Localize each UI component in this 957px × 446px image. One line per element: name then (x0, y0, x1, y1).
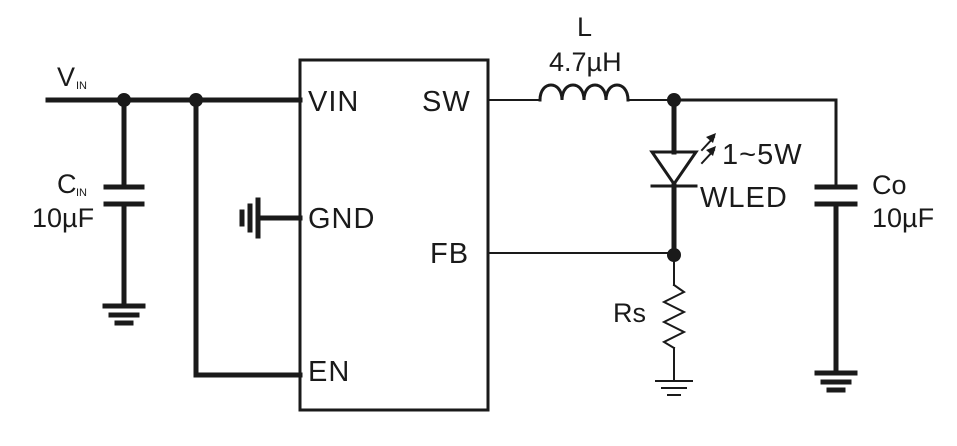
led-light-arrows-icon (700, 133, 716, 165)
cin-capacitor (102, 97, 146, 326)
svg-text:10µF: 10µF (32, 203, 94, 233)
inductor-label: L (577, 12, 592, 42)
pin-fb-label: FB (430, 238, 469, 270)
inductor-value: 4.7µH (549, 47, 622, 77)
svg-text:IN: IN (76, 80, 87, 92)
ic-body (298, 58, 490, 412)
gnd-pin-connection (239, 197, 303, 239)
rs-label: Rs (613, 298, 646, 328)
cin-label: C IN 10µF (32, 169, 94, 233)
rs-resistor (655, 254, 693, 396)
ic-ground-icon (239, 197, 261, 239)
svg-text:IN: IN (76, 187, 87, 199)
vin-rail (45, 93, 303, 107)
pin-gnd-label: GND (308, 203, 375, 235)
cout-value: 10µF (872, 203, 934, 233)
led-power-label: 1~5W (722, 139, 803, 171)
sw-node (487, 83, 838, 107)
pin-sw-label: SW (422, 86, 471, 118)
inductor-coil (538, 83, 630, 102)
svg-text:C: C (57, 169, 77, 199)
en-tie (193, 97, 303, 378)
vin-label: V IN (57, 62, 87, 92)
rs-ground-icon (655, 380, 693, 396)
cin-ground-icon (102, 303, 146, 326)
pin-en-label: EN (308, 356, 350, 388)
fb-connection (487, 248, 681, 262)
svg-text:V: V (57, 62, 75, 92)
cout-capacitor (814, 98, 858, 393)
pin-vin-label: VIN (308, 86, 359, 118)
led-diode (649, 97, 716, 258)
cout-ground-icon (814, 370, 858, 393)
led-name-label: WLED (700, 182, 788, 214)
cout-label: Co (872, 170, 907, 200)
